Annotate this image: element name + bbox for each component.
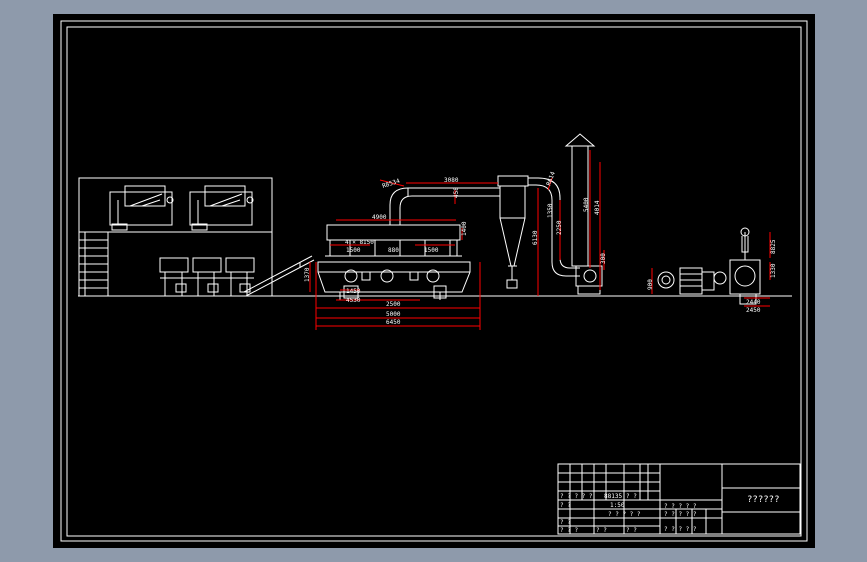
- dim-fan-c: 1330: [770, 263, 777, 278]
- drawing-sheet: [53, 14, 815, 548]
- stack-dimensions: [589, 150, 605, 290]
- title-cell-3: ? ? ? ? ?: [664, 526, 697, 533]
- title-cell-10: ? ? ? ? ?: [608, 511, 641, 518]
- dim-base-2500: 2500: [386, 301, 401, 308]
- dim-fan-e: 2450: [746, 307, 761, 314]
- dim-duct-long: 3080: [444, 177, 459, 184]
- dim-duct-rise: 458: [453, 187, 460, 198]
- inner-frame: [66, 26, 802, 537]
- dim-arc: R614: [545, 170, 557, 186]
- title-block: [557, 463, 801, 535]
- outer-frame: [60, 20, 808, 542]
- title-cell-7: ? ?: [626, 493, 637, 500]
- dim-sub-b: 4530: [346, 297, 361, 304]
- dim-bed-width: 4900: [372, 214, 387, 221]
- dim-fan-d: 2440: [746, 299, 761, 306]
- title-cell-1: ? ? ? ? ?: [560, 493, 593, 500]
- mixer-unit-1: [109, 185, 174, 231]
- dim-column-d: 300: [600, 253, 607, 264]
- dim-base-6450: 6450: [386, 319, 401, 326]
- dim-sub-a: 1450: [346, 288, 361, 295]
- air-heater-unit: [657, 227, 761, 305]
- title-cell-5: ? ?: [560, 519, 571, 526]
- title-cell-11: ? ? ? ? ?: [664, 511, 697, 518]
- duct-dimensions: [379, 179, 498, 204]
- title-cell-4: ? ?: [560, 502, 571, 509]
- dryer-dimensions: [309, 219, 481, 330]
- dim-fan-b: 8825: [770, 239, 777, 254]
- dim-bed-upper-right: 1500: [424, 247, 439, 254]
- cyclone-dimensions: [537, 177, 561, 296]
- title-number: 88135: [604, 493, 622, 500]
- fan-dimensions: [651, 232, 771, 307]
- packing-machines: [159, 257, 255, 296]
- mixer-unit-2: [189, 185, 254, 231]
- cyclone-separator: [497, 175, 529, 289]
- inclined-conveyor: [243, 255, 315, 297]
- dim-bed-height-right: 880: [388, 247, 399, 254]
- dim-cyclone-h2: 2250: [556, 220, 563, 235]
- dim-bed-height-left: 1370: [304, 267, 311, 282]
- feed-building: [78, 177, 273, 297]
- dim-bed-mid-left: 4 × 8150: [345, 239, 374, 246]
- title-scale: 1:50: [610, 502, 625, 509]
- dim-base-5000: 5000: [386, 311, 401, 318]
- dim-bed-vertical: 1400: [461, 221, 468, 236]
- fluid-bed-dryer: [317, 224, 471, 300]
- title-cell-2: ? ? ? ? ?: [664, 503, 697, 510]
- exhaust-duct: [389, 187, 500, 225]
- title-cell-8: ? ?: [596, 527, 607, 534]
- dim-fan-a: 900: [647, 279, 654, 290]
- dim-cyclone-height: 6130: [532, 230, 539, 245]
- dim-column-b: 4014: [594, 200, 601, 215]
- title-block-title: ??????: [747, 495, 780, 505]
- title-cell-6: ? ? ?: [560, 527, 578, 534]
- dim-column-a: 1350: [547, 203, 554, 218]
- title-cell-9: ? ?: [626, 527, 637, 534]
- dim-column-c: 5400: [583, 197, 590, 212]
- dim-bed-upper: 1500: [346, 247, 361, 254]
